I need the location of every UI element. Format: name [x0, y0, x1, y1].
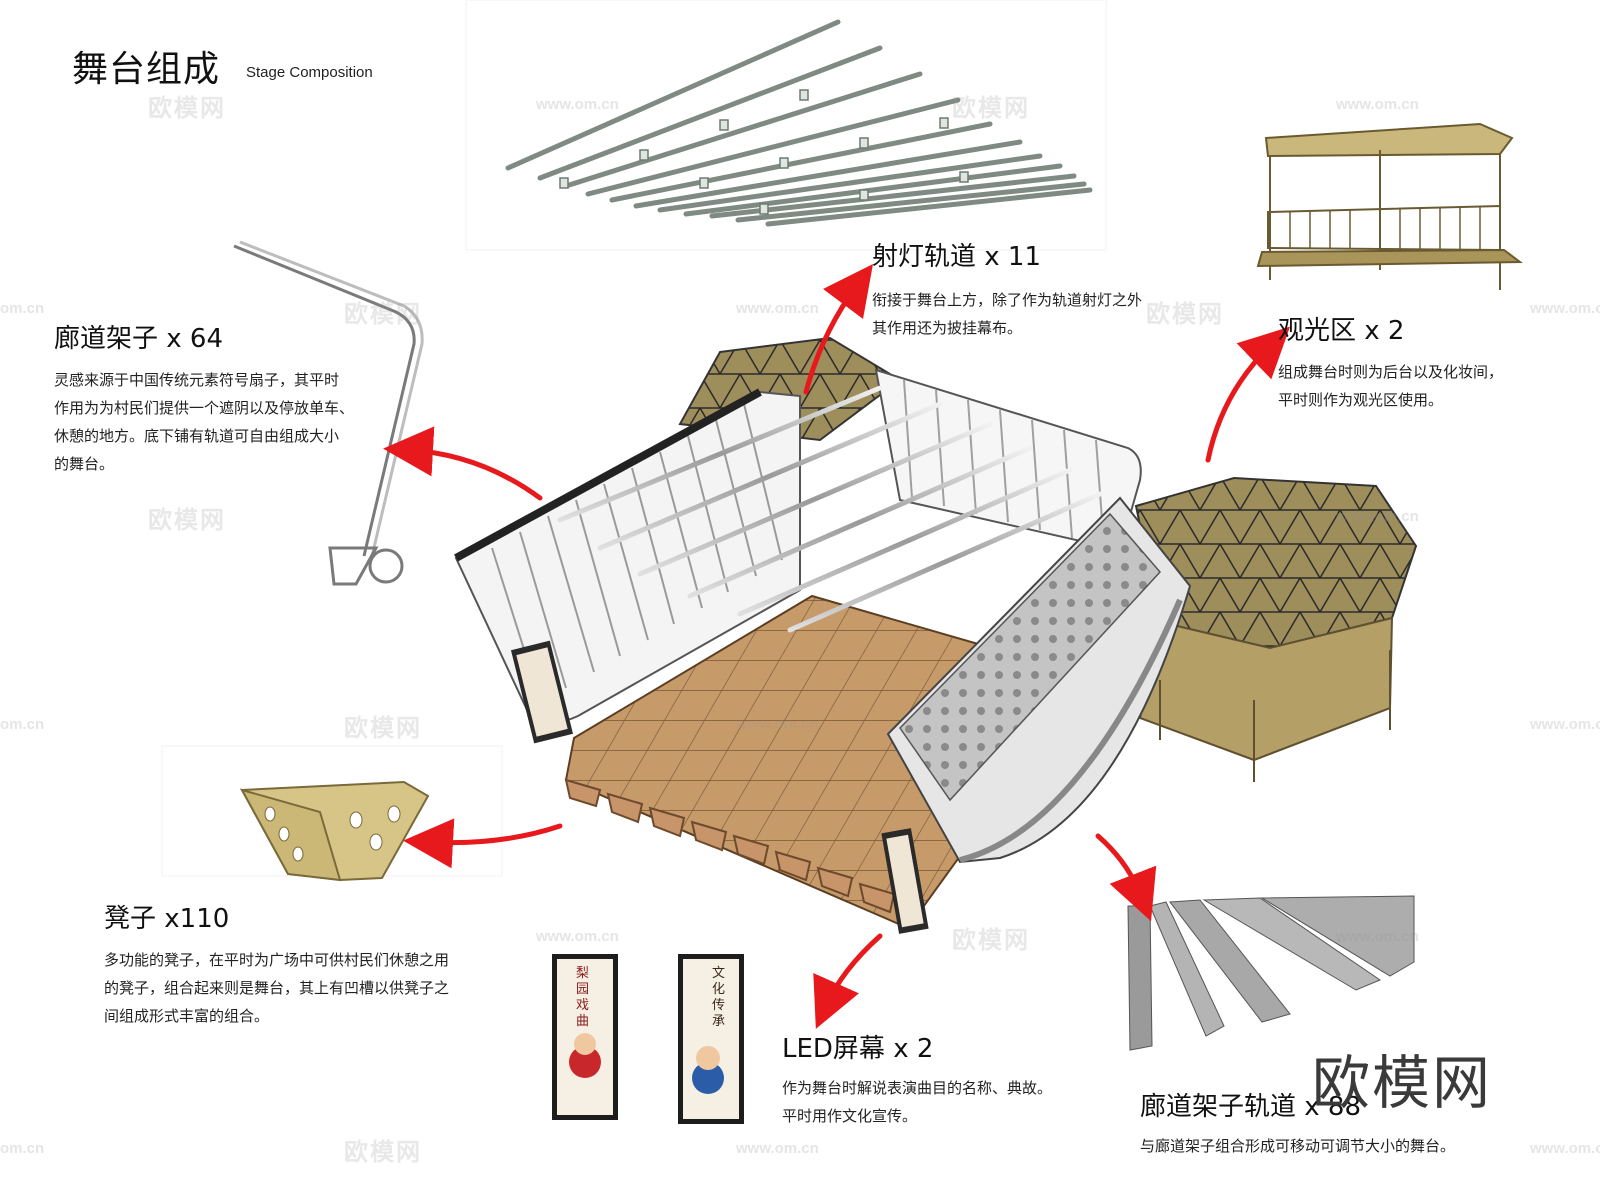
- watermark-text: 欧模网: [344, 714, 422, 742]
- corridor-frame-label: 廊道架子 x 64: [54, 324, 224, 354]
- viewing-area-desc: 组成舞台时则为后台以及化妆间， 平时则作为观光区使用。: [1278, 363, 1504, 409]
- watermark-url: www.om.cn: [1336, 96, 1419, 113]
- watermark-url: www.om.cn: [1336, 928, 1419, 945]
- watermark-text: 欧模网: [344, 1138, 422, 1166]
- watermark-url: www.om.cn: [1530, 1140, 1600, 1157]
- watermark-url: www.om.cn: [1530, 716, 1600, 733]
- stool-label: 凳子 x110: [104, 904, 230, 934]
- led-poster-text-1: 梨园戏曲: [576, 966, 590, 1029]
- watermark-url: www.om.cn: [1530, 300, 1600, 317]
- corridor-frame-desc: 灵感来源于中国传统元素符号扇子，其平时 作用为为村民们提供一个遮阴以及停放单车、…: [54, 371, 355, 473]
- stage-assembly-illustration: [454, 336, 1418, 934]
- watermark-text: 欧模网: [148, 506, 226, 534]
- watermark-url: www.om.cn: [736, 716, 819, 733]
- spotlight-track-label: 射灯轨道 x 11: [872, 242, 1042, 272]
- viewing-area-illustration: [1256, 122, 1523, 290]
- watermark-text: 欧模网: [344, 300, 422, 328]
- corridor-frame-illustration: [233, 240, 424, 586]
- viewing-area-label: 观光区 x 2: [1278, 316, 1405, 346]
- stool-desc: 多功能的凳子，在平时为广场中可供村民们休憩之用 的凳子，组合起来则是舞台，其上有…: [104, 951, 450, 1025]
- brand-logo: 欧模网: [1312, 1049, 1493, 1117]
- watermark-url: www.om.cn: [536, 96, 619, 113]
- watermark-url: www.om.cn: [736, 300, 819, 317]
- watermark-text: 欧模网: [952, 926, 1030, 954]
- pointer-arrows: [383, 263, 1291, 1029]
- watermark-url: www.om.cn: [536, 928, 619, 945]
- led-posters-illustration: [552, 954, 744, 1124]
- led-screen-label: LED屏幕 x 2: [782, 1034, 934, 1064]
- watermark-text: 欧模网: [952, 94, 1030, 122]
- spotlight-track-desc: 衔接于舞台上方，除了作为轨道射灯之外 其作用还为披挂幕布。: [872, 291, 1143, 337]
- led-screen-desc: 作为舞台时解说表演曲目的名称、典故。 平时用作文化宣传。: [782, 1079, 1053, 1125]
- watermark-url: www.om.cn: [1336, 508, 1419, 525]
- led-poster-text-2: 文化传承: [712, 966, 726, 1029]
- page-title: 舞台组成: [72, 49, 221, 90]
- stool-illustration: [161, 745, 503, 882]
- watermark-url: www.om.cn: [736, 1140, 819, 1157]
- watermark-url: om.cn: [0, 1140, 45, 1157]
- watermark-text: 欧模网: [1146, 300, 1224, 328]
- spotlight-track-illustration: [465, 0, 1107, 251]
- watermark-url: om.cn: [0, 300, 45, 317]
- corridor-track-desc: 与廊道架子组合形成可移动可调节大小的舞台。: [1140, 1137, 1456, 1155]
- watermark-text: 欧模网: [148, 94, 226, 122]
- corridor-track-illustration: [1127, 895, 1415, 1051]
- page-subtitle: Stage Composition: [246, 64, 373, 81]
- watermark-url: om.cn: [0, 716, 45, 733]
- corridor-track-label: 廊道架子轨道 x 88: [1140, 1092, 1362, 1122]
